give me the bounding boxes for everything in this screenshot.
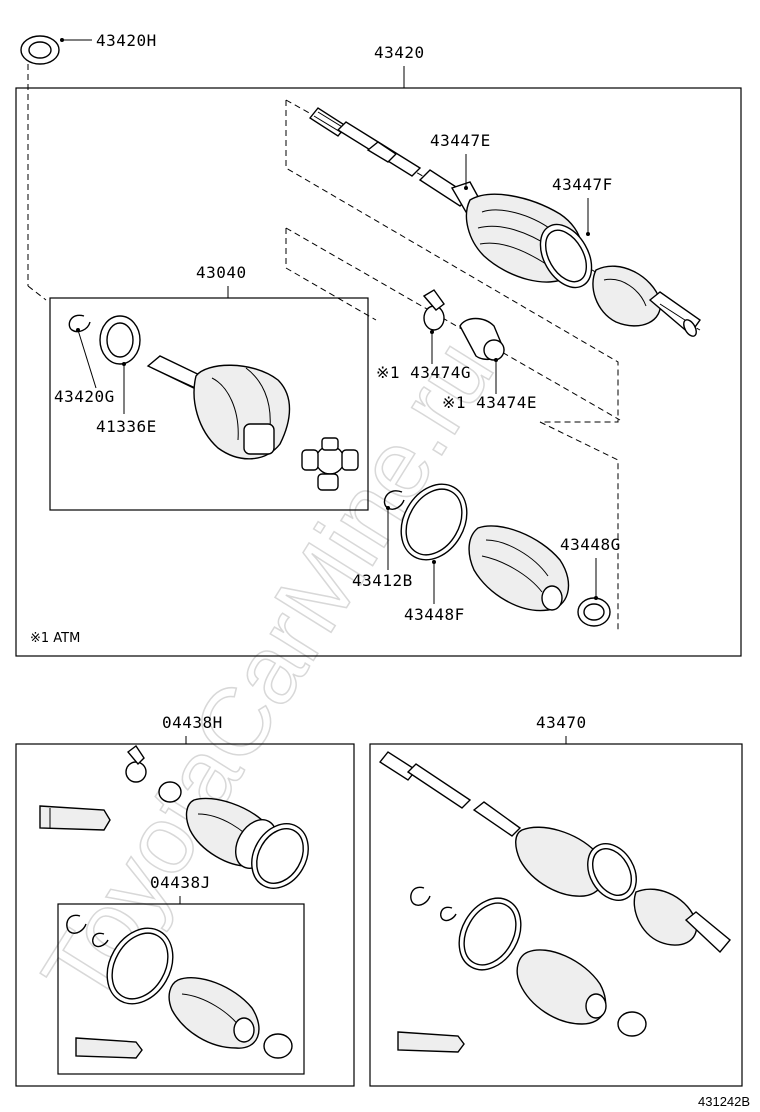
assembly-box-43420 — [15, 87, 742, 657]
kit-04438h-parts — [39, 744, 309, 889]
label-43447e: 43447E — [430, 131, 491, 150]
label-43420h: 43420H — [96, 31, 157, 50]
label-43448f: 43448F — [404, 605, 465, 624]
label-43474e: ※1 43474E — [442, 393, 537, 412]
label-04438h: 04438H — [162, 713, 223, 732]
label-43470: 43470 — [536, 713, 587, 732]
label-43412b: 43412B — [352, 571, 413, 590]
clamp-43448g — [577, 597, 611, 627]
label-43448g: 43448G — [560, 535, 621, 554]
label-43474g: ※1 43474G — [376, 363, 471, 382]
label-43420g: 43420G — [54, 387, 115, 406]
atm-note: ※1 ATM — [30, 631, 80, 646]
shaft-43470-parts — [378, 751, 731, 1053]
boot-43474e — [459, 317, 505, 361]
kit-box-04438h — [15, 743, 355, 1087]
kit-box-04438j — [57, 903, 305, 1075]
boot-outer — [468, 525, 570, 612]
kit-04438j-parts — [66, 914, 293, 1059]
tripod-joint — [301, 437, 359, 491]
outer-shaft-assembly — [308, 107, 701, 337]
inner-joint-housing — [146, 355, 291, 460]
clamp-43474g — [422, 289, 445, 331]
label-41336e: 41336E — [96, 417, 157, 436]
assembly-box-43040 — [49, 297, 369, 511]
seal-41336e — [99, 315, 141, 365]
snap-ring-43420g — [68, 314, 91, 333]
diagram-reference: 431242B — [698, 1094, 750, 1109]
assembly-box-43470 — [369, 743, 743, 1087]
label-43040: 43040 — [196, 263, 247, 282]
label-43420: 43420 — [374, 43, 425, 62]
label-43447f: 43447F — [552, 175, 613, 194]
band-43448f — [400, 483, 468, 561]
label-04438j: 04438J — [150, 873, 211, 892]
seal-43420h — [20, 35, 60, 65]
